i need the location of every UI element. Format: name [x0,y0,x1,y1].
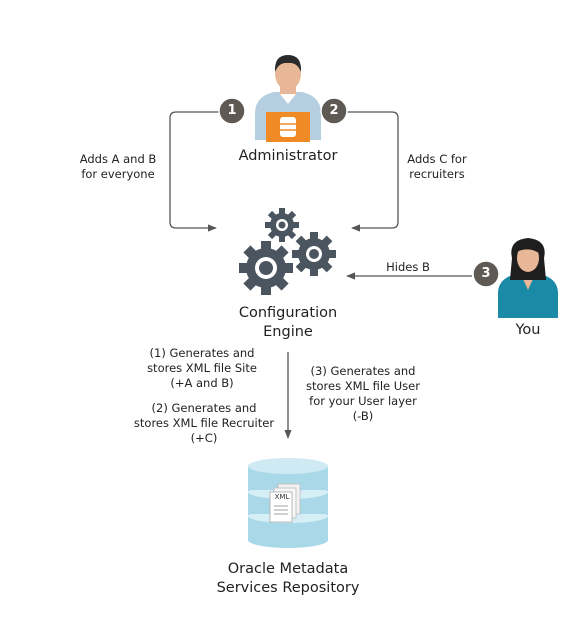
engine-label-line1: Configuration [238,305,338,321]
engine-label-line2: Engine [263,324,313,340]
xml-document-icon [269,483,301,523]
gen-user-line1: (3) Generates and [310,364,416,378]
gen-user-line4: (-B) [352,409,374,423]
user-you-icon [498,238,558,318]
repository-label-line2: Services Repository [216,580,360,596]
gen-site-label: (1) Generates and stores XML file Site (… [124,346,280,391]
repository-label: Oracle Metadata Services Repository [188,560,388,598]
right-arrow-label-line1: Adds C for [407,152,467,166]
arrow-admin-right [346,111,399,232]
arrow-admin-left [169,111,222,232]
badge-1-label: 1 [227,103,237,118]
gears-icon [239,208,336,295]
xml-document-label: XML [274,493,290,501]
hide-arrow-label: Hides B [386,260,430,274]
left-arrow-label: Adds A and B for everyone [58,152,178,182]
gen-recruiter-line1: (2) Generates and [151,401,257,415]
badge-2 [320,97,348,125]
badge-1 [218,97,246,125]
engine-label: Configuration Engine [208,304,368,342]
gen-site-line2: stores XML file Site [147,361,257,375]
gen-user-line3: for your User layer [309,394,417,408]
badge-3 [472,260,500,288]
you-label: You [515,322,541,338]
badge-2-label: 2 [329,103,339,118]
right-arrow-label-line2: recruiters [409,167,465,181]
repository-cylinder [248,458,328,548]
gen-recruiter-label: (2) Generates and stores XML file Recrui… [122,401,286,446]
gen-user-label: (3) Generates and stores XML file User f… [292,364,434,424]
database-icon [280,117,296,137]
repository-label-line1: Oracle Metadata [227,561,349,577]
right-arrow-label: Adds C for recruiters [392,152,482,182]
administrator-icon [255,55,321,142]
administrator-label: Administrator [238,148,338,164]
badge-3-label: 3 [481,266,491,281]
gen-user-line2: stores XML file User [306,379,420,393]
left-arrow-label-line1: Adds A and B [79,152,157,166]
gen-recruiter-line2: stores XML file Recruiter [133,416,275,430]
left-arrow-label-line2: for everyone [81,167,155,181]
gen-site-line1: (1) Generates and [149,346,255,360]
gen-recruiter-line3: (+C) [190,431,218,445]
gen-site-line3: (+A and B) [170,376,234,390]
